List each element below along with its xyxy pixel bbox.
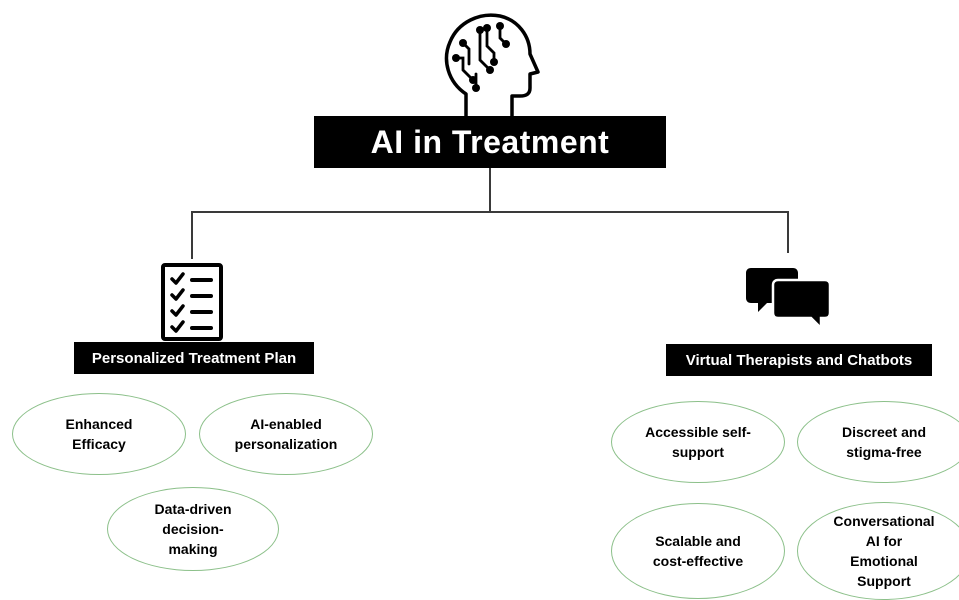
oval-text-line: cost-effective (652, 553, 744, 569)
brain-head-icon (444, 13, 540, 118)
branch-label-personalized-treatment-plan: Personalized Treatment Plan (74, 342, 314, 374)
chat-bubbles-icon (746, 268, 831, 330)
oval-scalable-cost-effective: Scalable and cost-effective (611, 503, 785, 599)
connector-trunk (489, 168, 491, 212)
oval-text-line: personalization (234, 436, 338, 452)
oval-text-line: decision- (162, 521, 224, 537)
oval-text-line: Discreet and (841, 424, 927, 440)
oval-data-driven-decision-making: Data-driven decision- making (107, 487, 279, 571)
oval-text-line: Emotional (850, 553, 918, 569)
oval-conversational-ai-emotional-support: Conversational AI for Emotional Support (797, 502, 959, 600)
oval-text-line: Data-driven (154, 501, 232, 517)
connector-left-drop (191, 211, 193, 259)
oval-text-line: making (168, 541, 218, 557)
oval-text-line: Enhanced (65, 416, 133, 432)
oval-text-line: AI-enabled (250, 416, 322, 432)
oval-text-line: Accessible self- (645, 424, 751, 440)
oval-text-line: support (671, 444, 725, 460)
oval-ai-enabled-personalization: AI-enabled personalization (199, 393, 373, 475)
oval-discreet-stigma-free: Discreet and stigma-free (797, 401, 959, 483)
oval-text-line: Conversational (833, 513, 935, 529)
oval-text-line: Efficacy (72, 436, 126, 452)
oval-text-line: Scalable and (655, 533, 741, 549)
branch-label-virtual-therapists-chatbots: Virtual Therapists and Chatbots (666, 344, 932, 376)
diagram-title: AI in Treatment (314, 116, 666, 168)
connector-horizontal (191, 211, 789, 213)
connector-right-drop (787, 211, 789, 253)
oval-text-line: stigma-free (846, 444, 922, 460)
oval-enhanced-efficacy: Enhanced Efficacy (12, 393, 186, 475)
oval-text-line: AI for (865, 533, 903, 549)
checklist-icon (161, 263, 223, 341)
oval-accessible-self-support: Accessible self- support (611, 401, 785, 483)
oval-text-line: Support (857, 573, 911, 589)
